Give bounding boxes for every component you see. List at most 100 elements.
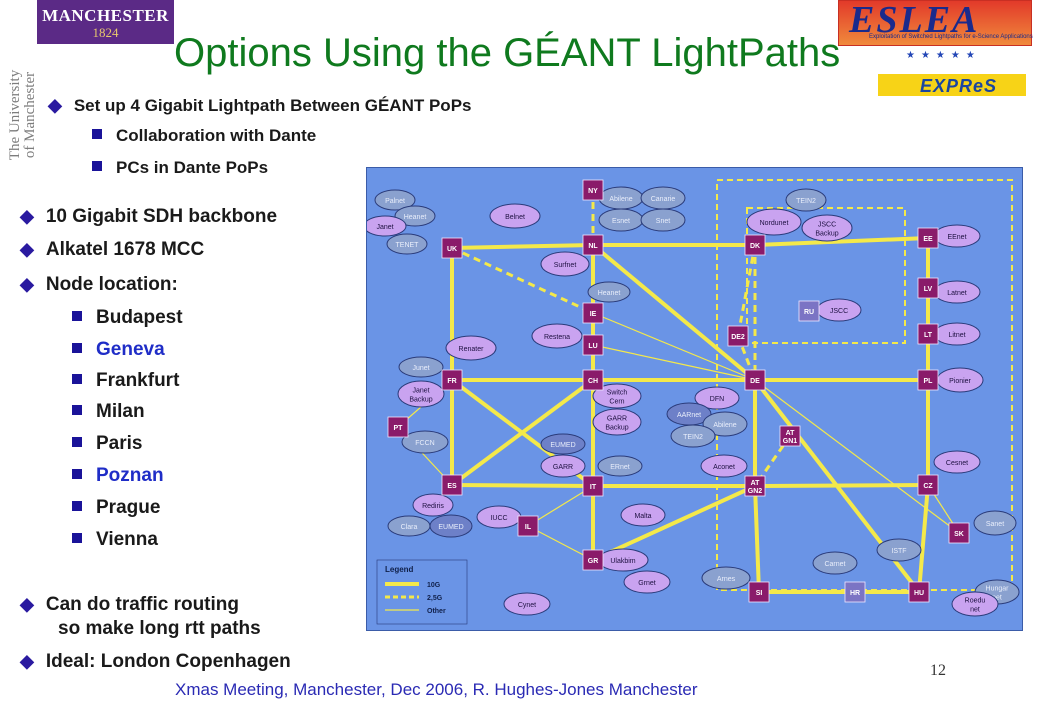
sub-bullet-collaboration: Collaboration with Dante	[92, 126, 316, 146]
location-name: Milan	[96, 401, 145, 422]
pop-si: SI	[748, 581, 770, 603]
nren-roedu-net-label: Roedu	[965, 598, 986, 605]
pop-uk-label: UK	[447, 246, 457, 253]
link-10g-hu-cz	[917, 484, 930, 593]
slide-title: Options Using the GÉANT LightPaths	[174, 31, 841, 75]
pop-de-label: DE	[750, 378, 760, 385]
nren-restena: Restena	[531, 323, 583, 349]
nren-sanet-label: Sanet	[986, 521, 1004, 528]
location-name: Prague	[96, 497, 161, 518]
pop-ee-label: EE	[923, 236, 933, 243]
nren-switch-cern-label: Switch	[607, 390, 628, 397]
pop-pt: PT	[387, 416, 409, 438]
nren-grnet-shape	[623, 570, 671, 594]
eslea-logo-tagline: Exploitation of Switched Lightpaths for …	[869, 34, 1033, 40]
pop-gr: GR	[582, 549, 604, 571]
nren-belnet: Belnet	[489, 203, 541, 229]
location-geneva: Geneva	[72, 339, 165, 361]
square-bullet-icon	[72, 437, 82, 447]
nren-rediris: Rediris	[412, 493, 454, 517]
university-vertical-text: The University of Manchester	[7, 50, 38, 180]
nren-cynet: Cynet	[503, 592, 551, 616]
bullet-alkatel: ◆Alkatel 1678 MCC	[20, 239, 204, 261]
bullet-traffic-routing-line-1: Can do traffic routing	[45, 594, 239, 615]
pop-ru-box	[798, 300, 820, 322]
pop-nl-box	[582, 234, 604, 256]
nren-jscc-backup-shape	[801, 214, 853, 242]
pop-ee: EE	[917, 227, 939, 249]
nren-istf: ISTF	[876, 538, 922, 562]
nren-malta: Malta	[620, 503, 666, 527]
nren-esnet-label: Esnet	[612, 218, 630, 225]
link-other-lu-de	[592, 344, 756, 381]
pop-lt-label: LT	[924, 332, 933, 339]
nren-tein2-label: TEIN2	[796, 198, 816, 205]
pop-lt: LT	[917, 323, 939, 345]
nren-litnet-label: Litnet	[948, 332, 965, 339]
location-milan: Milan	[72, 401, 145, 423]
nren-belnet-shape	[489, 203, 541, 229]
pop-atgn1-label: GN1	[783, 438, 798, 445]
nren-iucc-label: IUCC	[490, 515, 507, 522]
pop-cz: CZ	[917, 474, 939, 496]
nren-arnes: Arnes	[701, 566, 751, 590]
nren-eumed-shape	[429, 514, 473, 538]
nren-abilene-label: Abilene	[609, 196, 632, 203]
pop-ny-label: NY	[588, 188, 598, 195]
nren-ernet-label: ERnet	[610, 464, 630, 471]
link-10g-atgn2-si	[753, 485, 761, 593]
pop-lt-box	[917, 323, 939, 345]
nren-tenet: TENET	[386, 233, 428, 255]
nren-sanet-shape	[973, 510, 1017, 536]
nren-carnet-shape	[812, 551, 858, 575]
nren-latnet: Latnet	[933, 280, 981, 304]
nren-tein2-shape	[785, 188, 827, 212]
nren-janet-label: Janet	[376, 224, 393, 231]
square-bullet-icon	[72, 374, 82, 384]
nren-junet-shape	[398, 356, 444, 378]
nren-sanet: Sanet	[973, 510, 1017, 536]
nren-nordunet: Nordunet	[746, 208, 802, 236]
nren-snet-shape	[640, 208, 686, 232]
nren-grnet-label: Grnet	[638, 580, 656, 587]
diamond-bullet-icon: ◆	[20, 239, 34, 259]
nren-switch-cern-label: Cern	[609, 399, 624, 406]
legend-title: Legend	[385, 565, 414, 574]
pop-cz-box	[917, 474, 939, 496]
link-10g-uk-nl	[451, 243, 594, 250]
nren-fccn-label: FCCN	[415, 440, 434, 447]
nren-palnet-label: Palnet	[385, 198, 405, 205]
nren-eumed: EUMED	[429, 514, 473, 538]
nren-eumed-shape	[540, 433, 586, 455]
legend-box	[376, 559, 468, 625]
pop-ny-box	[582, 179, 604, 201]
express-logo-bar	[878, 74, 1026, 96]
nren-pionier-label: Pionier	[949, 378, 971, 385]
pop-hu-box	[908, 581, 930, 603]
legend-label-other: Other	[427, 608, 446, 615]
university-vertical-line-2: of Manchester	[22, 71, 38, 159]
bullet-node-location-text: Node location:	[45, 274, 178, 295]
nren-litnet: Litnet	[933, 322, 981, 346]
nren-carnet: Carnet	[812, 551, 858, 575]
nren-heanet-shape	[587, 281, 631, 303]
nren-eenet-label: EEnet	[947, 234, 966, 241]
manchester-logo-name: MANCHESTER	[42, 6, 169, 25]
pop-ch-box	[582, 369, 604, 391]
pop-de2-label: DE2	[731, 334, 745, 341]
nren-palnet-shape	[374, 189, 416, 211]
bullet-traffic-routing-line-2: so make long rtt paths	[58, 618, 261, 639]
nren-jscc-backup-label: Backup	[815, 231, 838, 238]
nren-fccn-shape	[401, 430, 449, 454]
nren-arnes-shape	[701, 566, 751, 590]
location-name: Paris	[96, 433, 143, 454]
star-ring-icon: ★★★★★	[906, 50, 981, 61]
location-poznan: Poznan	[72, 465, 164, 487]
pop-fr-label: FR	[447, 378, 456, 385]
nren-canarie-label: Canarie	[651, 196, 676, 203]
nren-jscc-label: JSCC	[830, 308, 848, 315]
